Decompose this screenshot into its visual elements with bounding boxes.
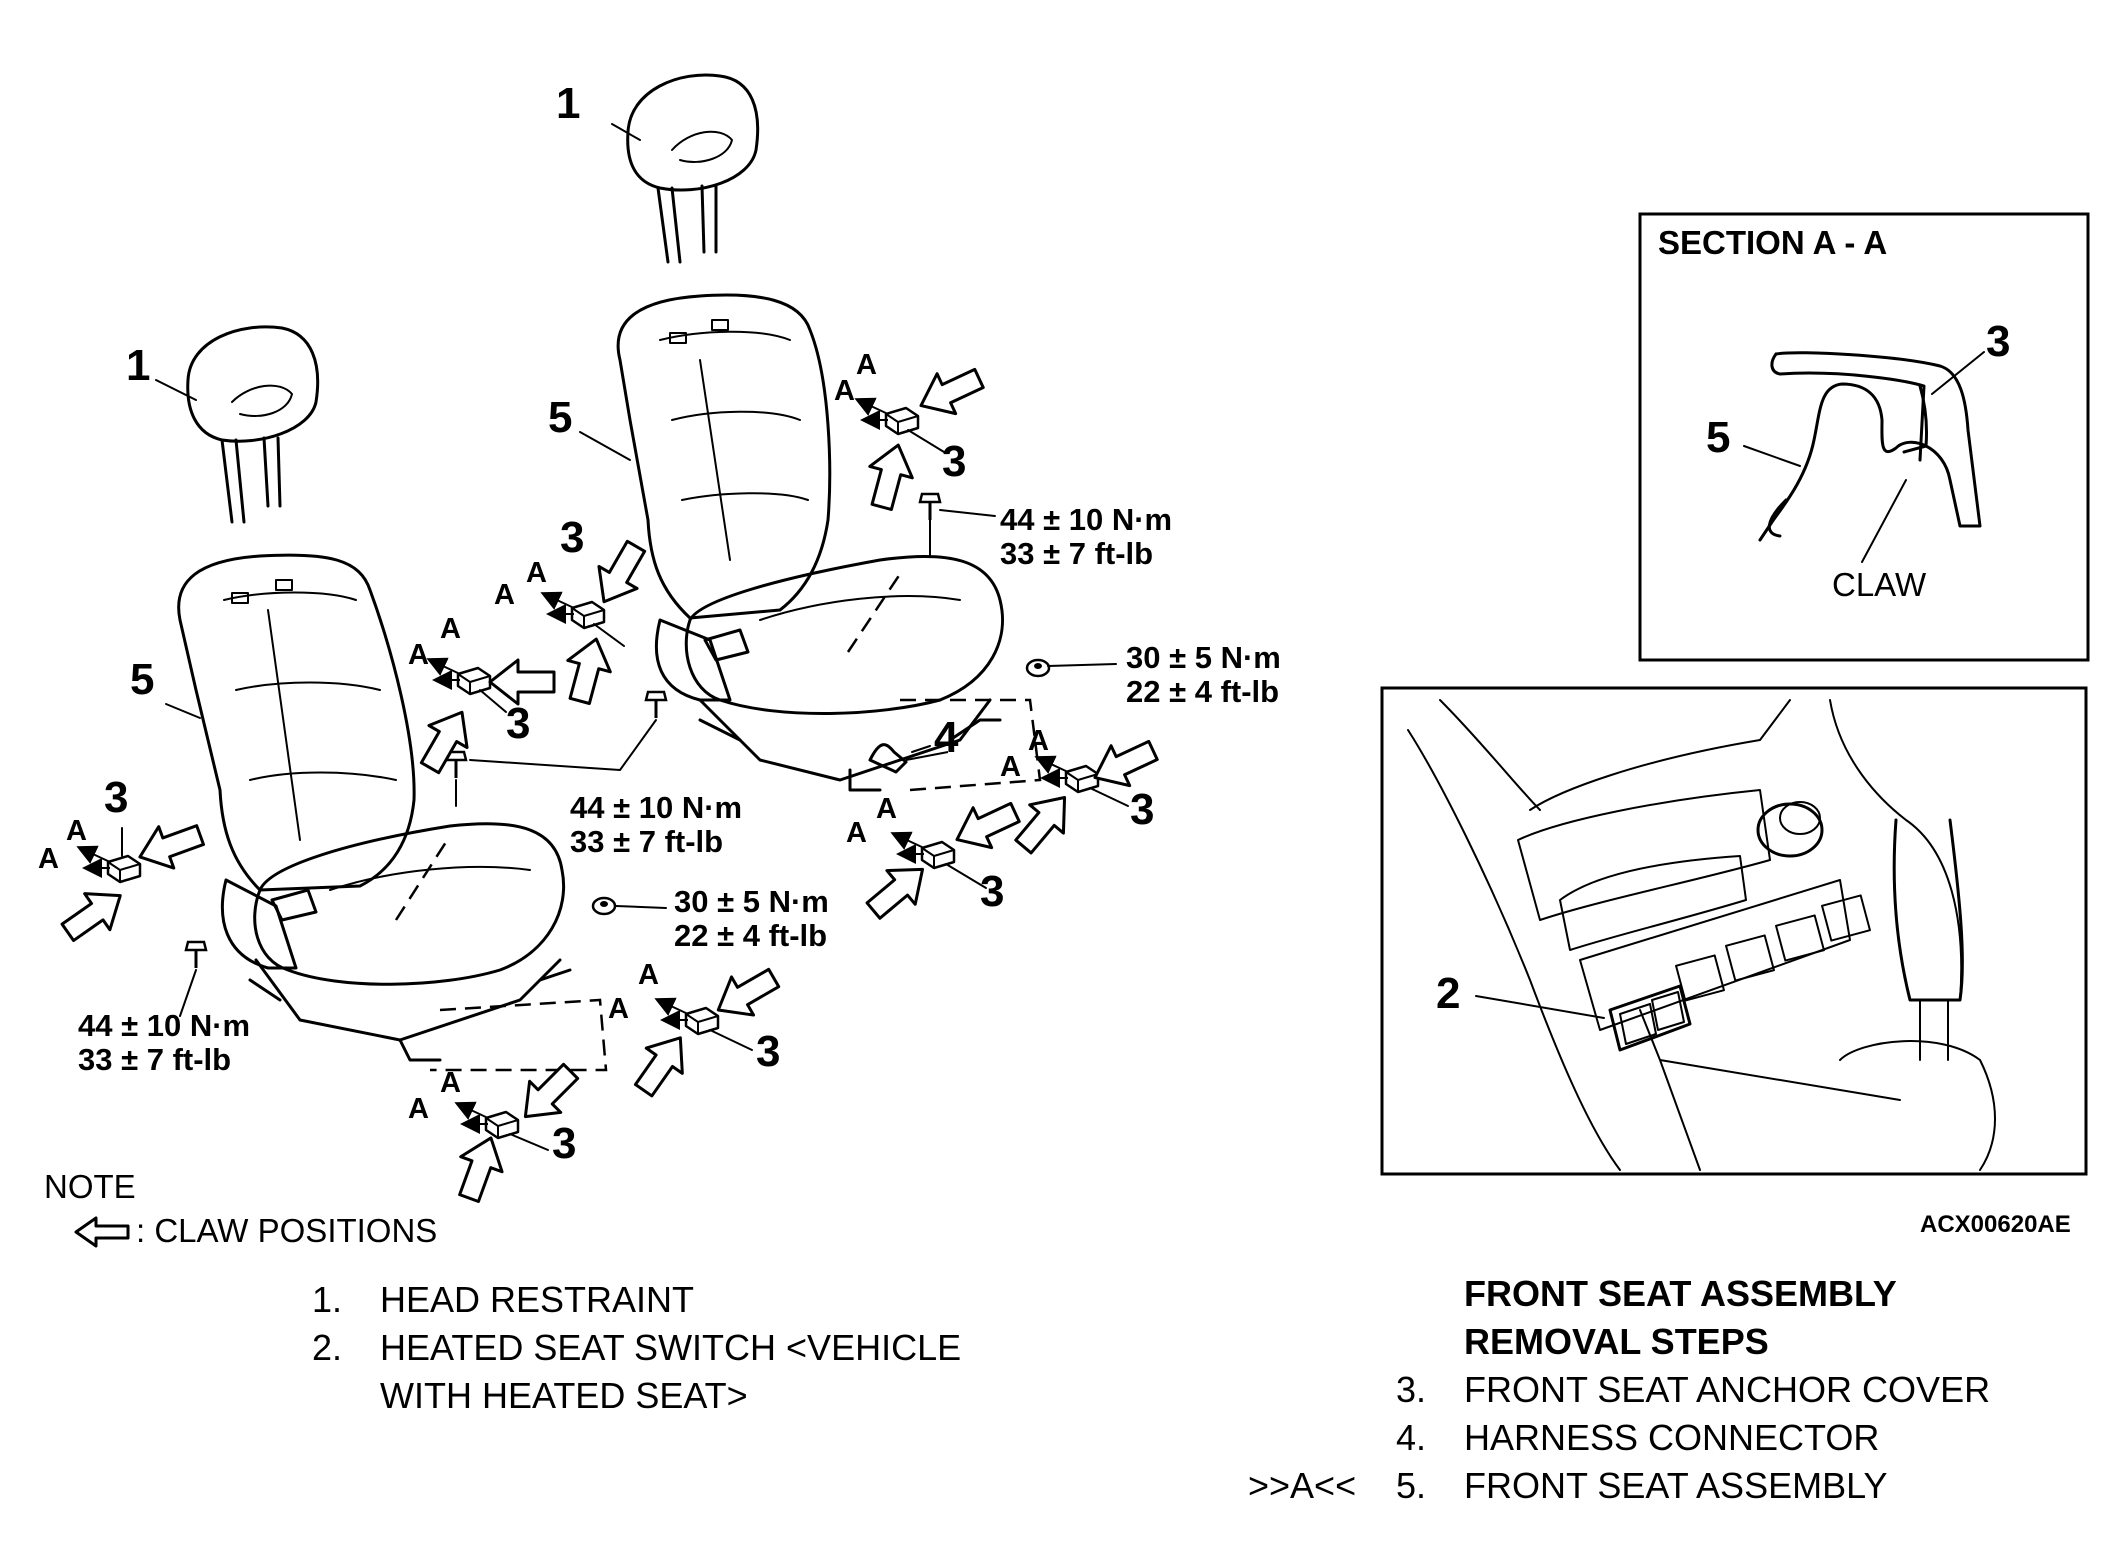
- parts-list: 1. HEAD RESTRAINT 2. HEATED SEAT SWITCH …: [312, 1279, 961, 1416]
- callout-3-h: 3: [552, 1119, 576, 1168]
- parts-list-text: WITH HEATED SEAT>: [380, 1375, 748, 1416]
- left-seat-drawing: [177, 325, 608, 1072]
- head-restraint-left: [186, 325, 320, 524]
- note-title: NOTE: [44, 1168, 136, 1205]
- section-a-a-box: SECTION A - A 3 5 CLAW: [1638, 212, 2090, 662]
- torque-spec-ftlb: 22 ± 4 ft-lb: [1126, 674, 1279, 709]
- note: NOTE : CLAW POSITIONS: [44, 1168, 437, 1249]
- right-seat-drawing: [616, 73, 1042, 792]
- claw-letter-a: A: [846, 817, 867, 849]
- removal-title-line1: FRONT SEAT ASSEMBLY: [1464, 1273, 1897, 1314]
- section-callout-5: 5: [1706, 413, 1730, 462]
- section-callout-3: 3: [1986, 317, 2010, 366]
- harness-connector: [868, 743, 949, 774]
- torque-spec-ftlb: 33 ± 7 ft-lb: [78, 1042, 231, 1077]
- torque-spec-nm: 30 ± 5 N·m: [1126, 640, 1281, 675]
- claw-group-8: [446, 1054, 588, 1208]
- claw-letter-a: A: [876, 793, 897, 825]
- torque-spec-nm: 30 ± 5 N·m: [674, 884, 829, 919]
- parts-list-text: HEATED SEAT SWITCH <VEHICLE: [380, 1327, 961, 1368]
- torque-spec-ftlb: 22 ± 4 ft-lb: [674, 918, 827, 953]
- callout-3-b: 3: [560, 513, 584, 562]
- torque-spec-ftlb: 33 ± 7 ft-lb: [1000, 536, 1153, 571]
- claw-label: CLAW: [1832, 566, 1927, 603]
- claw-letter-a: A: [440, 1067, 461, 1099]
- claw-group-2: [540, 533, 657, 709]
- parts-list-num: 1.: [312, 1279, 342, 1320]
- removal-step-text: FRONT SEAT ASSEMBLY: [1464, 1465, 1887, 1506]
- torque-spec-nm: 44 ± 10 N·m: [78, 1008, 250, 1043]
- seat-cushion-right: [654, 554, 1042, 792]
- claw-letter-a: A: [1000, 751, 1021, 783]
- removal-step-num: 4.: [1396, 1417, 1426, 1458]
- seat-cushion-left: [220, 822, 608, 1072]
- nut-icon: [1025, 658, 1051, 678]
- heated-seat-switch: [1608, 984, 1692, 1052]
- heated-seat-switch-box: 2: [1380, 686, 2088, 1176]
- callout-3-e: 3: [1130, 785, 1154, 834]
- claw-letter-a: A: [834, 375, 855, 407]
- section-title: SECTION A - A: [1658, 224, 1887, 261]
- torque-spec-nm: 44 ± 10 N·m: [570, 790, 742, 825]
- claw-group-6: [857, 791, 1026, 929]
- claw-group-4: [53, 812, 210, 952]
- removal-step-num: 3.: [1396, 1369, 1426, 1410]
- callout-3-d: 3: [104, 773, 128, 822]
- bolt-icon: [918, 492, 942, 522]
- note-claw-positions: : CLAW POSITIONS: [136, 1212, 437, 1249]
- head-restraint-right: [626, 73, 760, 264]
- removal-step-text: FRONT SEAT ANCHOR COVER: [1464, 1369, 1990, 1410]
- claw-letter-a: A: [38, 843, 59, 875]
- bolt-icon: [184, 940, 208, 970]
- removal-step-text: HARNESS CONNECTOR: [1464, 1417, 1879, 1458]
- callout-1-right: 1: [556, 79, 580, 128]
- claw-group-1: [854, 357, 990, 515]
- removal-step-num: 5.: [1396, 1465, 1426, 1506]
- claw-letter-a: A: [408, 639, 429, 671]
- claw-letter-a: A: [638, 959, 659, 991]
- claw-letter-a: A: [856, 349, 877, 381]
- callout-5-right: 5: [548, 393, 572, 442]
- seat-back-right: [616, 293, 832, 620]
- bolt-icon: [644, 690, 668, 720]
- claw-group-7: [624, 957, 787, 1105]
- claw-group-5: [1005, 729, 1164, 863]
- claw-position-arrow-icon: [74, 1216, 130, 1248]
- leader-lines: [155, 123, 1117, 1017]
- torque-spec-nm: 44 ± 10 N·m: [1000, 502, 1172, 537]
- claw-letter-a: A: [1028, 725, 1049, 757]
- claw-group-3: [409, 657, 556, 781]
- callout-3-c: 3: [506, 699, 530, 748]
- callout-5-left: 5: [130, 655, 154, 704]
- removal-title-line2: REMOVAL STEPS: [1464, 1321, 1769, 1362]
- removal-step-prefix: >>A<<: [1248, 1465, 1356, 1506]
- parts-list-text: HEAD RESTRAINT: [380, 1279, 694, 1320]
- claw-letter-a: A: [608, 993, 629, 1025]
- claw-letter-a: A: [66, 815, 87, 847]
- callout-1-left: 1: [126, 341, 150, 390]
- seat-back-left: [177, 553, 416, 892]
- claw-letter-a: A: [494, 579, 515, 611]
- torque-spec-ftlb: 33 ± 7 ft-lb: [570, 824, 723, 859]
- switch-callout-2: 2: [1436, 969, 1460, 1018]
- callout-3-f: 3: [980, 867, 1004, 916]
- removal-steps: FRONT SEAT ASSEMBLY REMOVAL STEPS 3. FRO…: [1248, 1273, 1990, 1506]
- callout-3-a: 3: [942, 437, 966, 486]
- nut-icon: [591, 896, 617, 916]
- claw-letter-a: A: [526, 557, 547, 589]
- claw-letter-a: A: [408, 1093, 429, 1125]
- figure-code: ACX00620AE: [1920, 1211, 2071, 1238]
- claw-letter-a: A: [440, 613, 461, 645]
- parts-list-num: 2.: [312, 1327, 342, 1368]
- callout-3-g: 3: [756, 1027, 780, 1076]
- callout-4: 4: [934, 713, 959, 762]
